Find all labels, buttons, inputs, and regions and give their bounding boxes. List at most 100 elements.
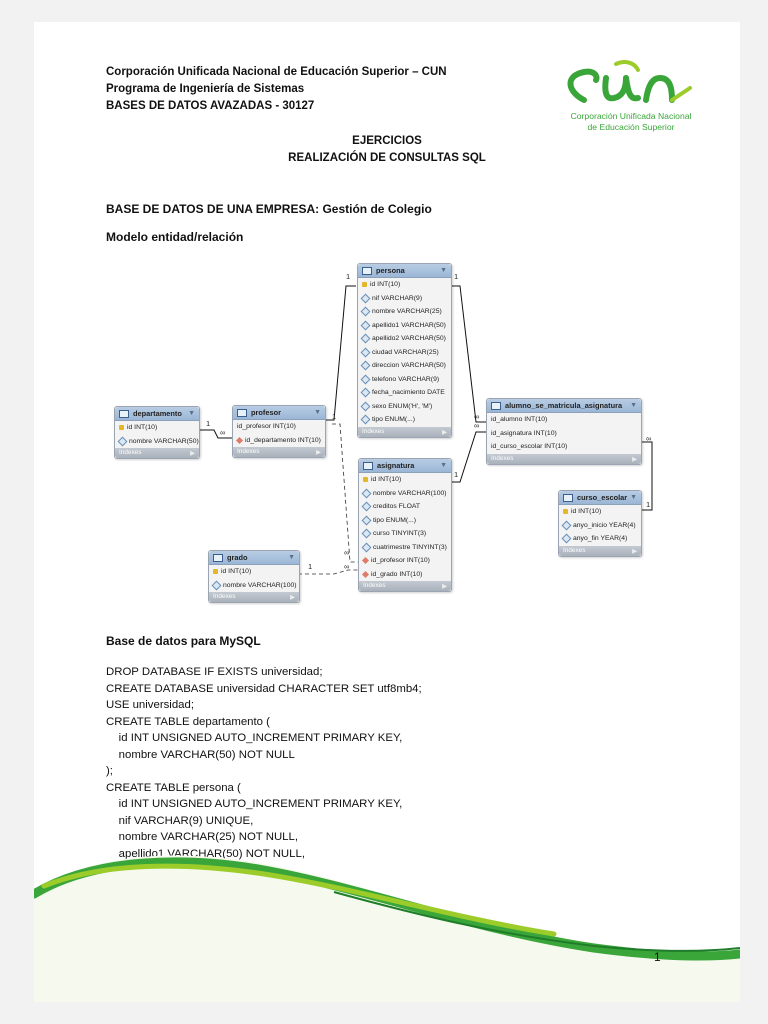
indexes-bar[interactable]: Indexes▶ bbox=[487, 453, 641, 464]
column-row: id INT(10) bbox=[209, 565, 299, 579]
column-icon bbox=[360, 387, 371, 398]
column-row: tipo ENUM(...) bbox=[358, 413, 451, 427]
table-header[interactable]: persona ▼ bbox=[358, 264, 451, 278]
column-label: nombre VARCHAR(25) bbox=[372, 308, 442, 316]
column-label: id INT(10) bbox=[370, 281, 401, 289]
column-row: tipo ENUM(...) bbox=[359, 514, 451, 528]
table-departamento[interactable]: departamento ▼ id INT(10) nombre VARCHAR… bbox=[114, 406, 200, 459]
indexes-bar[interactable]: Indexes▶ bbox=[209, 592, 299, 602]
relation-curso-alumno bbox=[640, 441, 653, 511]
sql-line: ); bbox=[106, 765, 113, 777]
table-asignatura[interactable]: asignatura ▼ id INT(10) nombre VARCHAR(1… bbox=[358, 458, 452, 592]
column-row: anyo_inicio YEAR(4) bbox=[559, 519, 641, 533]
card-profesor-many: ∞ bbox=[220, 428, 226, 437]
table-header[interactable]: grado ▼ bbox=[209, 551, 299, 565]
column-icon bbox=[561, 520, 572, 531]
card-departamento-one: 1 bbox=[206, 419, 211, 428]
relation-asignatura-alumno bbox=[450, 431, 486, 483]
table-header[interactable]: alumno_se_matricula_asignatura ▼ bbox=[487, 399, 641, 413]
cun-logo bbox=[567, 60, 692, 103]
primary-key-icon bbox=[213, 569, 218, 575]
column-label: curso TINYINT(3) bbox=[373, 530, 427, 538]
column-label: id_profesor INT(10) bbox=[237, 423, 296, 431]
table-profesor[interactable]: profesor ▼ id_profesor INT(10) id_depart… bbox=[232, 405, 326, 458]
sql-line: nombre VARCHAR(50) NOT NULL bbox=[106, 748, 295, 761]
column-label: tipo ENUM(...) bbox=[373, 516, 417, 524]
indexes-bar[interactable]: Indexes▶ bbox=[358, 426, 451, 437]
column-label: id_profesor INT(10) bbox=[371, 557, 430, 565]
collapse-arrow-icon[interactable]: ▼ bbox=[440, 267, 447, 274]
primary-key-icon bbox=[362, 282, 367, 288]
card-profesor-one: 1 bbox=[332, 412, 337, 421]
sql-line: CREATE TABLE departamento ( bbox=[106, 715, 270, 728]
sql-line: DROP DATABASE IF EXISTS universidad; bbox=[106, 666, 323, 678]
table-icon bbox=[237, 408, 247, 417]
column-row: nombre VARCHAR(100) bbox=[209, 579, 299, 593]
collapse-arrow-icon[interactable]: ▼ bbox=[288, 554, 295, 561]
indexes-bar[interactable]: Indexes▶ bbox=[233, 447, 325, 457]
indexes-bar[interactable]: Indexes▶ bbox=[559, 545, 641, 556]
column-row: id_grado INT(10) bbox=[359, 568, 451, 582]
column-icon bbox=[360, 374, 371, 385]
sql-line: CREATE TABLE persona ( bbox=[106, 781, 241, 794]
collapse-arrow-icon[interactable]: ▼ bbox=[188, 410, 195, 417]
column-label: direccion VARCHAR(50) bbox=[372, 362, 446, 370]
column-row: id_profesor INT(10) bbox=[359, 554, 451, 568]
column-label: anyo_inicio YEAR(4) bbox=[573, 521, 636, 529]
indexes-bar[interactable]: Indexes▶ bbox=[115, 448, 199, 458]
column-row: nif VARCHAR(9) bbox=[358, 292, 451, 306]
collapse-arrow-icon[interactable]: ▼ bbox=[630, 494, 637, 501]
card-asignatura-many-a: ∞ bbox=[344, 548, 350, 557]
column-label: id_curso_escolar INT(10) bbox=[491, 443, 568, 451]
table-persona[interactable]: persona ▼ id INT(10) nif VARCHAR(9) nomb… bbox=[357, 263, 452, 438]
table-curso-escolar[interactable]: curso_escolar ▼ id INT(10) anyo_inicio Y… bbox=[558, 490, 642, 557]
table-name: grado bbox=[227, 553, 248, 562]
column-row: fecha_nacimiento DATE bbox=[358, 386, 451, 400]
column-label: id INT(10) bbox=[371, 476, 402, 484]
column-label: fecha_nacimiento DATE bbox=[372, 389, 445, 397]
page-number: 1 bbox=[654, 950, 661, 964]
card-asignatura-one: 1 bbox=[454, 470, 459, 479]
column-label: apellido1 VARCHAR(50) bbox=[372, 321, 446, 329]
section-company: BASE DE DATOS DE UNA EMPRESA: Gestión de… bbox=[106, 202, 432, 216]
indexes-bar[interactable]: Indexes▶ bbox=[359, 581, 451, 591]
table-icon bbox=[563, 493, 573, 502]
card-curso-one: 1 bbox=[646, 500, 651, 509]
relation-grado-asignatura bbox=[298, 569, 358, 575]
column-row: sexo ENUM('H', 'M') bbox=[358, 400, 451, 414]
table-name: persona bbox=[376, 266, 405, 275]
column-row: anyo_fin YEAR(4) bbox=[559, 532, 641, 546]
column-row: id_alumno INT(10) bbox=[487, 413, 641, 427]
expand-arrow-icon: ▶ bbox=[290, 594, 295, 601]
table-header[interactable]: asignatura ▼ bbox=[359, 459, 451, 473]
column-label: telefono VARCHAR(9) bbox=[372, 375, 440, 383]
table-alumno-se-matricula-asignatura[interactable]: alumno_se_matricula_asignatura ▼ id_alum… bbox=[486, 398, 642, 465]
column-row: direccion VARCHAR(50) bbox=[358, 359, 451, 373]
column-icon bbox=[360, 360, 371, 371]
column-icon bbox=[360, 306, 371, 317]
column-label: id INT(10) bbox=[221, 568, 252, 576]
table-header[interactable]: departamento ▼ bbox=[115, 407, 199, 421]
column-icon bbox=[561, 533, 572, 544]
column-label: nombre VARCHAR(100) bbox=[223, 581, 297, 589]
card-grado-one: 1 bbox=[308, 562, 313, 571]
expand-arrow-icon: ▶ bbox=[190, 450, 195, 457]
column-icon bbox=[360, 320, 371, 331]
column-label: id INT(10) bbox=[571, 508, 602, 516]
table-header[interactable]: profesor ▼ bbox=[233, 406, 325, 420]
collapse-arrow-icon[interactable]: ▼ bbox=[630, 402, 637, 409]
collapse-arrow-icon[interactable]: ▼ bbox=[440, 462, 447, 469]
card-persona-right-one: 1 bbox=[454, 272, 459, 281]
table-header[interactable]: curso_escolar ▼ bbox=[559, 491, 641, 505]
table-icon bbox=[362, 266, 372, 275]
column-row: id INT(10) bbox=[359, 473, 451, 487]
table-grado[interactable]: grado ▼ id INT(10) nombre VARCHAR(100) I… bbox=[208, 550, 300, 603]
column-label: sexo ENUM('H', 'M') bbox=[372, 402, 433, 410]
collapse-arrow-icon[interactable]: ▼ bbox=[314, 409, 321, 416]
column-row: curso TINYINT(3) bbox=[359, 527, 451, 541]
column-label: id_grado INT(10) bbox=[371, 570, 423, 578]
column-row: id_departamento INT(10) bbox=[233, 434, 325, 448]
column-icon bbox=[360, 347, 371, 358]
expand-arrow-icon: ▶ bbox=[442, 583, 447, 590]
program-name: Programa de Ingeniería de Sistemas bbox=[106, 83, 305, 95]
